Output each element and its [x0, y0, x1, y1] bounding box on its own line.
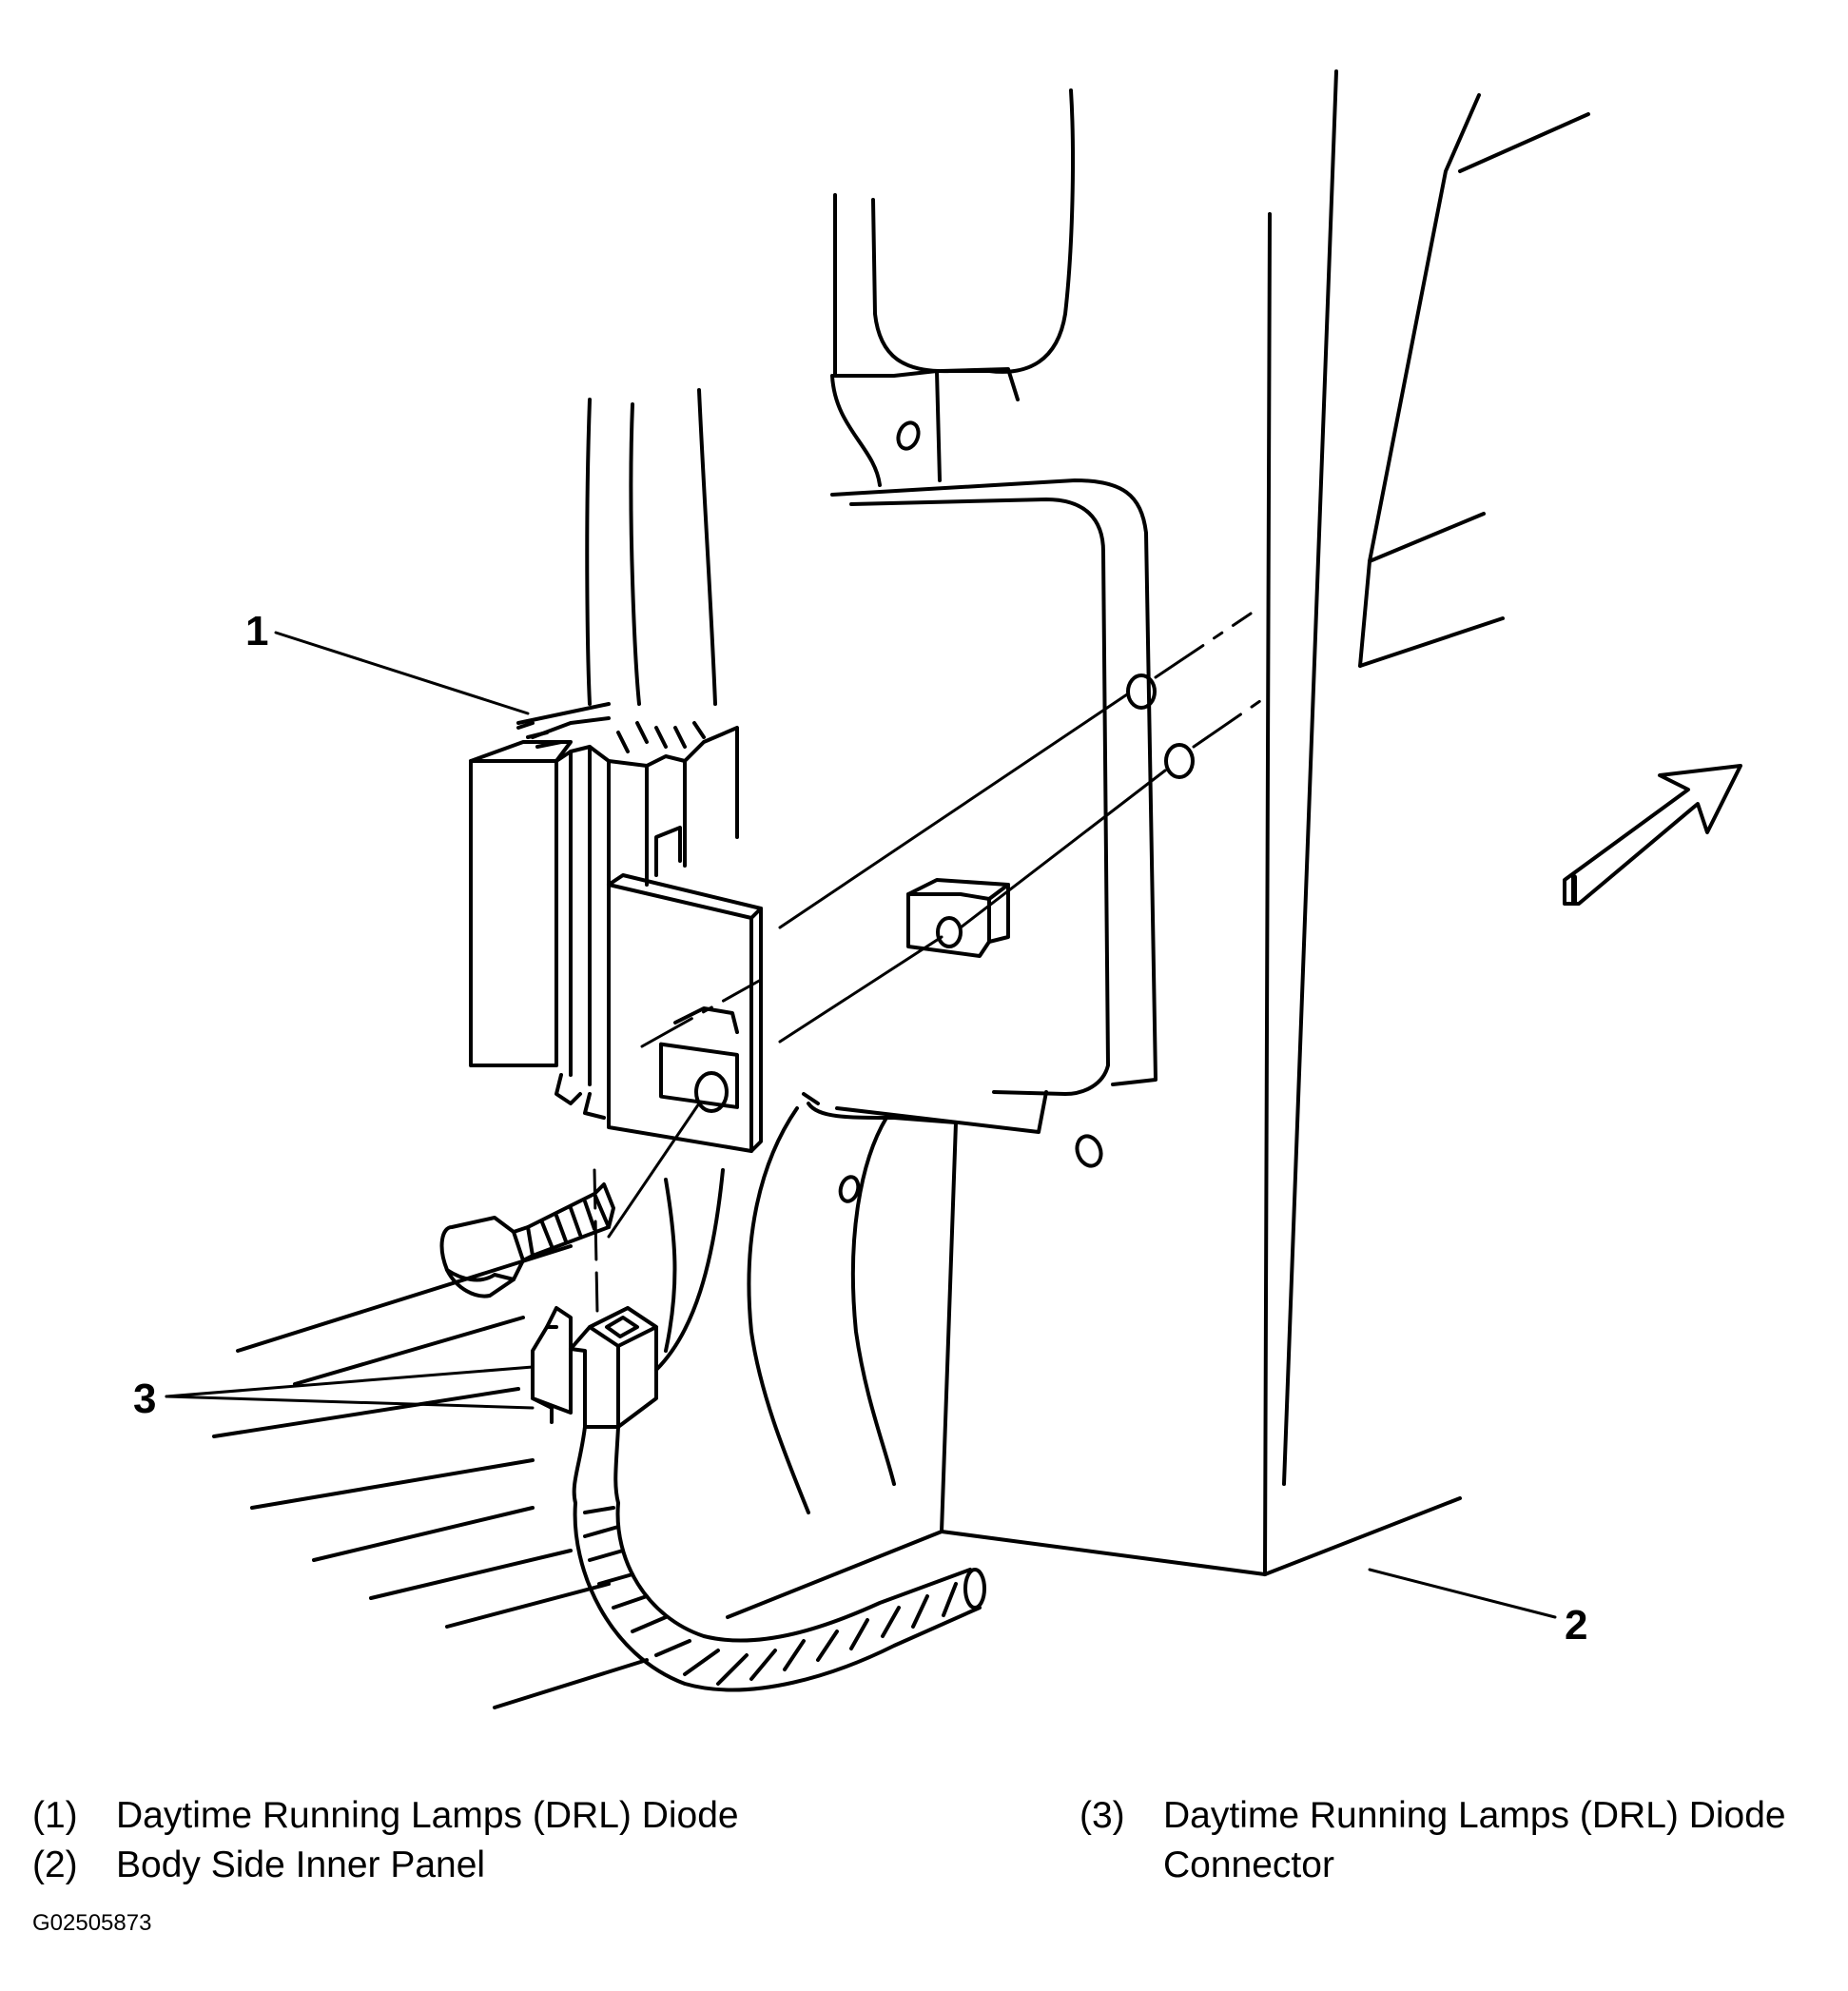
bolt-icon — [439, 1182, 615, 1298]
figure-id: G02505873 — [32, 1910, 152, 1936]
legend-item-1: (1) Daytime Running Lamps (DRL) Diode — [32, 1791, 888, 1841]
legend-text: Daytime Running Lamps (DRL) Diode — [116, 1795, 739, 1836]
leader-line-2 — [1368, 1568, 1557, 1619]
legend-text: Body Side Inner Panel — [116, 1845, 486, 1885]
diode-mounting-bracket — [607, 826, 763, 1153]
legend-number: (1) — [32, 1795, 78, 1836]
panel-mounting-holes — [1126, 673, 1195, 779]
leader-line-3a — [165, 1365, 535, 1398]
legend-item-3-continued: Connector — [1080, 1841, 1840, 1890]
drl-diode — [469, 702, 739, 1120]
drl-diode-diagram: 1 2 3 — [133, 69, 1742, 1709]
drl-diode-connector — [531, 1306, 658, 1429]
legend-left: (1) Daytime Running Lamps (DRL) Diode (2… — [32, 1791, 888, 1890]
legend-item-3: (3) Daytime Running Lamps (DRL) Diode — [1080, 1791, 1840, 1841]
legend-text-continued: Connector — [1163, 1845, 1334, 1885]
legend-text: Daytime Running Lamps (DRL) Diode — [1163, 1795, 1786, 1836]
leader-line-3b — [165, 1395, 535, 1410]
wiring-harness — [572, 1425, 986, 1692]
alignment-lines — [593, 612, 1272, 1315]
panel-contour-lines — [212, 388, 725, 1709]
leader-lines — [165, 631, 1557, 1619]
forward-arrow-icon — [1563, 764, 1742, 906]
legend-item-2: (2) Body Side Inner Panel — [32, 1841, 888, 1890]
legend-right: (3) Daytime Running Lamps (DRL) Diode Co… — [1080, 1791, 1840, 1890]
clip-nut — [906, 878, 1010, 958]
callout-3: 3 — [133, 1376, 156, 1422]
body-side-inner-panel — [726, 69, 1590, 1619]
leader-line-1 — [274, 631, 530, 715]
legend-number: (2) — [32, 1845, 78, 1885]
callout-1: 1 — [245, 608, 268, 654]
legend-number: (3) — [1080, 1795, 1125, 1836]
callout-2: 2 — [1565, 1602, 1587, 1649]
